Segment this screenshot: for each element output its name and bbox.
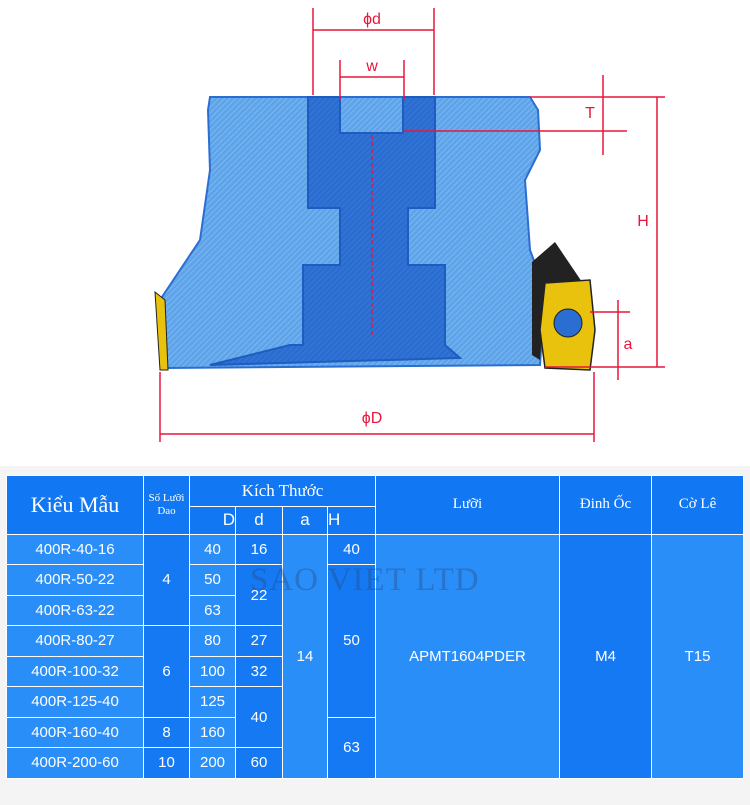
table-row: 400R-200-60 10 200 60: [6, 747, 744, 779]
D-cell: 100: [189, 655, 236, 687]
header-d: d: [235, 505, 283, 535]
cutter-cross-section-diagram: ϕd w T H a ϕD: [154, 8, 665, 442]
D-cell: 80: [189, 625, 236, 657]
d-cell: 60: [235, 747, 283, 779]
label-phi-d: ϕd: [363, 11, 381, 28]
table-row: 400R-100-32 100 32: [6, 655, 744, 687]
header-D: D: [189, 505, 236, 535]
model-cell: 400R-125-40: [6, 686, 144, 718]
D-cell: 160: [189, 716, 236, 748]
model-cell: 400R-200-60: [6, 747, 144, 779]
a-cell: 14: [282, 533, 328, 779]
D-cell: 50: [189, 564, 236, 596]
torx-screw-icon: [553, 308, 583, 338]
header-H: H: [327, 505, 376, 535]
table-row: 400R-80-27 6 80 27: [6, 625, 744, 718]
d-cell: 27: [235, 625, 283, 657]
model-cell: 400R-100-32: [6, 655, 144, 687]
header-dimensions: Kích Thước: [189, 475, 376, 507]
H-cell: 50: [327, 564, 376, 718]
D-cell: 200: [189, 747, 236, 779]
d-cell: 16: [235, 533, 283, 565]
teeth-cell: 10: [143, 747, 190, 779]
label-phi-D: ϕD: [362, 410, 383, 427]
model-cell: 400R-160-40: [6, 716, 144, 748]
d-cell: 40: [235, 686, 283, 748]
label-w: w: [365, 58, 378, 75]
teeth-cell: 4: [143, 533, 190, 626]
header-insert: Lưỡi: [375, 475, 560, 535]
header-wrench: Cờ Lê: [651, 475, 744, 535]
model-cell: 400R-80-27: [6, 625, 144, 657]
header-a: a: [282, 505, 328, 535]
spec-table-section: Kiểu Mẫu Số Lưỡi Dao Kích Thước Lưỡi Đin…: [0, 466, 750, 805]
header-teeth: Số Lưỡi Dao: [143, 475, 190, 535]
wrench-cell: T15: [651, 533, 744, 779]
D-cell: 63: [189, 594, 236, 626]
model-cell: 400R-63-22: [6, 594, 144, 626]
d-cell: 22: [235, 564, 283, 626]
spec-table: Kiểu Mẫu Số Lưỡi Dao Kích Thước Lưỡi Đin…: [6, 475, 744, 779]
header-screw: Đinh Ốc: [559, 475, 652, 535]
table-row: 400R-160-40 8 160 63: [6, 716, 744, 779]
D-cell: 125: [189, 686, 236, 718]
label-T: T: [585, 105, 595, 122]
table-row: 400R-40-16 4 40 16 14 40 APMT1604PDER M4…: [6, 533, 744, 779]
H-cell: 63: [327, 716, 376, 779]
screw-cell: M4: [559, 533, 652, 779]
label-H: H: [637, 213, 649, 230]
label-a: a: [624, 336, 633, 353]
D-cell: 40: [189, 533, 236, 565]
insert-pocket: [532, 242, 582, 360]
table-row: 400R-50-22 50 22 50: [6, 564, 744, 718]
header-model: Kiểu Mẫu: [6, 475, 144, 535]
model-cell: 400R-40-16: [6, 533, 144, 565]
insert-cell: APMT1604PDER: [375, 533, 560, 779]
teeth-cell: 6: [143, 625, 190, 718]
arbor-core: [209, 96, 463, 366]
model-cell: 400R-50-22: [6, 564, 144, 596]
H-cell: 40: [327, 533, 376, 565]
d-cell: 32: [235, 655, 283, 687]
table-row: 400R-63-22 63: [6, 594, 744, 626]
teeth-cell: 8: [143, 716, 190, 748]
